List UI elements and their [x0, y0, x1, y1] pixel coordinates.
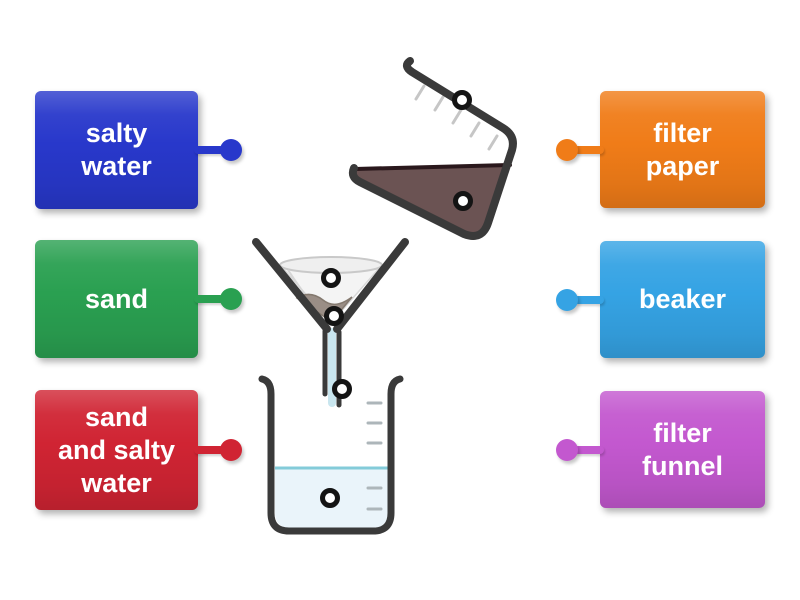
connector-dot [220, 439, 242, 461]
label-text: filter paper [645, 117, 720, 181]
answer-dot[interactable] [453, 191, 473, 211]
label-text: beaker [638, 284, 727, 314]
label-card-sand[interactable]: sand [35, 240, 242, 358]
answer-dot[interactable] [324, 306, 344, 326]
answer-dots-layer [320, 90, 473, 508]
beaker-icon [258, 375, 404, 535]
label-text: sand [84, 283, 149, 314]
label-card-salty-water[interactable]: salty water [35, 91, 242, 209]
connector-stem [574, 445, 604, 454]
pouring-beaker-icon [348, 57, 517, 240]
connector-dot [556, 288, 578, 311]
label-card-filter-funnel[interactable]: filter funnel [556, 391, 765, 508]
connector-stem [574, 295, 604, 304]
connector-stem [194, 295, 224, 303]
connector-stem [194, 146, 224, 154]
connector-stem [574, 145, 604, 154]
answer-dot[interactable] [321, 268, 341, 288]
beaker-scale-marks [366, 401, 383, 511]
label-card-filter-paper[interactable]: filter paper [556, 91, 765, 208]
label-text: salty water [81, 118, 152, 181]
label-text: sand and salty water [57, 401, 176, 498]
label-text: filter funnel [642, 417, 723, 481]
answer-dot[interactable] [452, 90, 472, 110]
connector-stem [194, 446, 224, 454]
graduation-marks [414, 84, 515, 165]
connector-dot [220, 288, 242, 310]
connector-dot [556, 138, 578, 161]
connector-dot [220, 139, 242, 161]
answer-dot[interactable] [320, 488, 340, 508]
label-card-sand-and-salty-water[interactable]: sand and salty water [35, 390, 242, 510]
answer-dot[interactable] [332, 379, 352, 399]
connector-dot [556, 438, 578, 461]
label-card-beaker[interactable]: beaker [556, 241, 765, 358]
